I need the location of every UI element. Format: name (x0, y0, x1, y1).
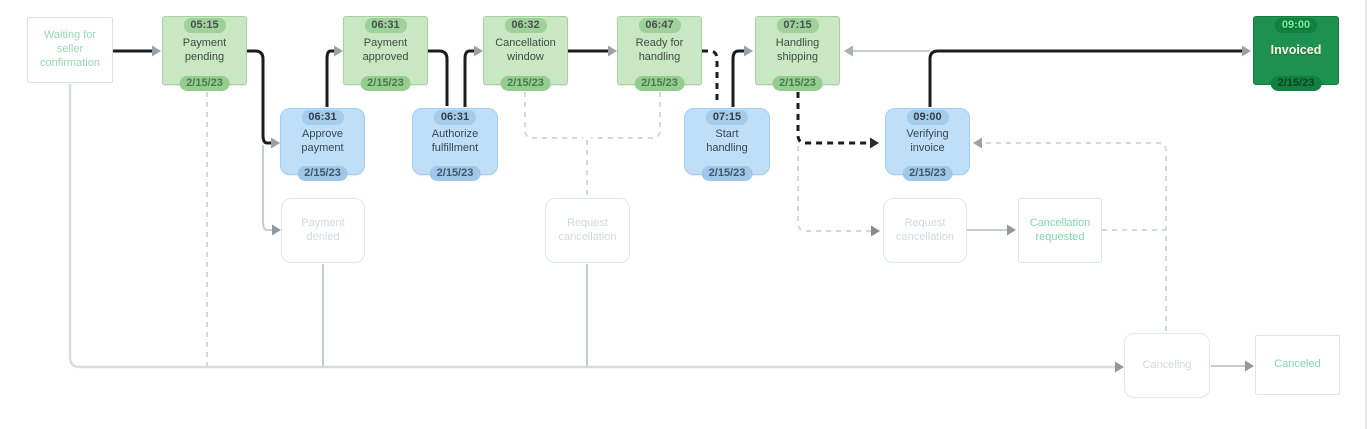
arrowhead-trunk-to-canceling (1115, 361, 1124, 373)
node-label: Payment pending (182, 36, 227, 63)
arrowhead-payment-pending-to-approve-payment (271, 137, 280, 149)
node-label: Invoiced (1270, 42, 1322, 57)
node-label: Approve payment (301, 127, 344, 154)
node-label: Canceled (1274, 358, 1321, 371)
arrowhead-start-handling-to-handling-shipping (744, 45, 753, 57)
node-label: Ready for handling (635, 36, 684, 63)
node-payment-denied[interactable]: Payment denied (281, 198, 365, 263)
edge-cancellation-window-down-to-merge (524, 92, 583, 139)
arrowhead-handling-shipping-to-verifying-invoice (870, 137, 879, 149)
time-badge: 06:47 (638, 18, 681, 33)
node-canceled[interactable]: Canceled (1255, 335, 1340, 395)
node-label: Request cancellation (895, 216, 955, 243)
node-label: Cancellation window (495, 36, 556, 63)
node-label: Payment denied (301, 216, 345, 243)
edge-ready-for-handling-down-to-merge (591, 92, 661, 139)
node-label: Authorize fulfillment (431, 127, 479, 154)
node-canceling[interactable]: Canceling (1124, 333, 1210, 398)
arrowhead-verifying-invoice-to-invoiced (1242, 45, 1251, 57)
arrowhead-verifying-invoice-back-to-handling-shipping (844, 45, 853, 57)
time-badge: 06:31 (301, 110, 344, 125)
node-label: Handling shipping (775, 36, 820, 63)
node-request-cancellation-1[interactable]: Request cancellation (545, 198, 630, 263)
time-badge: 05:15 (183, 18, 226, 33)
pane-divider (1365, 0, 1367, 429)
arrowhead-canceling-to-canceled (1245, 360, 1254, 372)
arrowhead-waiting-to-payment-pending (152, 45, 161, 57)
arrowhead-authorize-fulfillment-to-cancellation-window (474, 45, 483, 57)
arrowhead-branch-to-verifying-invoice-and-canceling (973, 137, 982, 149)
time-badge: 06:31 (364, 18, 407, 33)
arrowhead-approve-payment-to-payment-approved (334, 45, 343, 57)
time-badge: 07:15 (705, 110, 749, 125)
edge-handling-shipping-to-request-cancellation-2 (797, 146, 871, 232)
arrowhead-payment-pending-to-payment-denied (272, 224, 281, 236)
edge-approve-payment-to-payment-approved (325, 49, 334, 107)
node-label: Payment approved (362, 36, 409, 63)
time-badge: 09:00 (906, 110, 949, 125)
node-label: Cancellation requested (1029, 216, 1091, 243)
edge-payment-approved-to-authorize-fulfillment (427, 49, 449, 106)
time-badge: 06:32 (504, 18, 547, 33)
node-label: Verifying invoice (906, 127, 949, 154)
node-label: Waiting for seller confirmation (40, 29, 100, 69)
edge-payment-pending-to-approve-payment (247, 49, 271, 145)
edge-branch-to-verifying-invoice-and-canceling (982, 142, 1167, 331)
time-badge: 09:00 (1274, 18, 1318, 33)
time-badge: 06:31 (433, 110, 477, 125)
time-badge: 07:15 (776, 18, 819, 33)
node-label: Start handling (706, 127, 748, 154)
edge-payment-pending-to-payment-denied (262, 145, 272, 231)
node-waiting-seller-confirmation[interactable]: Waiting for seller confirmation (27, 17, 113, 83)
edge-start-handling-to-handling-shipping (731, 49, 744, 107)
arrowhead-handling-shipping-to-request-cancellation-2 (871, 225, 880, 237)
node-cancellation-requested[interactable]: Cancellation requested (1018, 198, 1102, 263)
node-label: Canceling (1142, 358, 1192, 371)
edge-verifying-invoice-to-invoiced (928, 49, 1242, 107)
edge-handling-shipping-to-verifying-invoice (796, 92, 870, 145)
arrowhead-cancellation-window-to-ready-for-handling (608, 45, 617, 57)
node-label: Request cancellation (558, 216, 617, 243)
edge-trunk-to-canceling (68, 84, 1115, 369)
edge-authorize-fulfillment-to-cancellation-window (463, 49, 474, 107)
arrowhead-request-cancellation-2-to-cancellation-requested (1007, 224, 1016, 236)
node-request-cancellation-2[interactable]: Request cancellation (883, 198, 967, 263)
edge-ready-for-handling-to-start-handling (702, 49, 719, 105)
